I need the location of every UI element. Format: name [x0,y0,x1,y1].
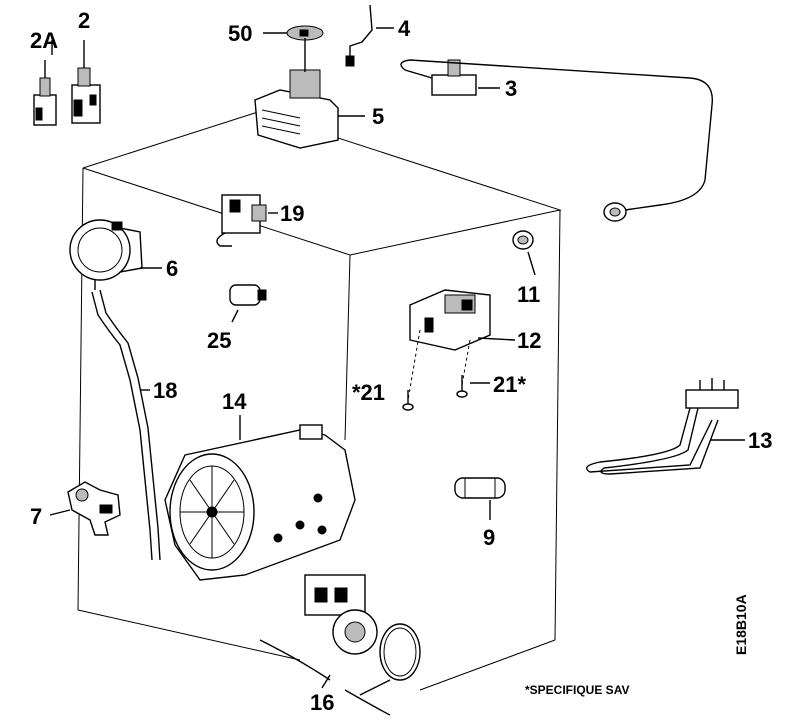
part-2-switch [71,40,101,124]
part-4-sensor [345,4,394,67]
label-21-right: 21* [493,372,526,397]
label-16: 16 [310,690,334,715]
part-11-ring [512,230,536,276]
label-25: 25 [207,328,231,353]
part-12-module [407,289,516,401]
part-13-heating-element [586,378,745,475]
footnote: *SPECIFIQUE SAV [525,683,629,697]
part-21-screw-right [456,375,490,398]
part-14-motor [164,415,356,581]
part-9-filter [454,477,506,520]
label-3: 3 [505,76,517,101]
part-2a-switch [33,40,57,126]
part-6-pressure-switch [69,219,162,290]
label-19: 19 [280,201,304,226]
label-11: 11 [517,282,540,307]
label-13: 13 [748,428,772,453]
label-12: 12 [517,328,541,353]
label-21-left: *21 [352,380,385,405]
label-7: 7 [30,504,42,529]
part-7-valve [49,481,121,536]
part-50-knob [263,25,324,41]
part-16-drain-pump [259,574,421,716]
part-5-timer [254,38,365,149]
part-25-capacitor [229,284,267,323]
label-2: 2 [78,8,90,33]
part-21-screw-left [402,390,414,411]
label-6: 6 [166,256,178,281]
label-50: 50 [228,21,252,46]
part-3-thermostat [400,59,714,222]
label-14: 14 [222,389,247,414]
label-18: 18 [153,378,177,403]
part-19-door-lock [216,194,278,247]
label-2a: 2A [30,28,58,53]
part-18-hose [91,289,161,561]
drawing-reference: E18B10A [733,594,749,655]
label-9: 9 [483,525,495,550]
label-5: 5 [372,104,384,129]
label-4: 4 [398,16,411,41]
